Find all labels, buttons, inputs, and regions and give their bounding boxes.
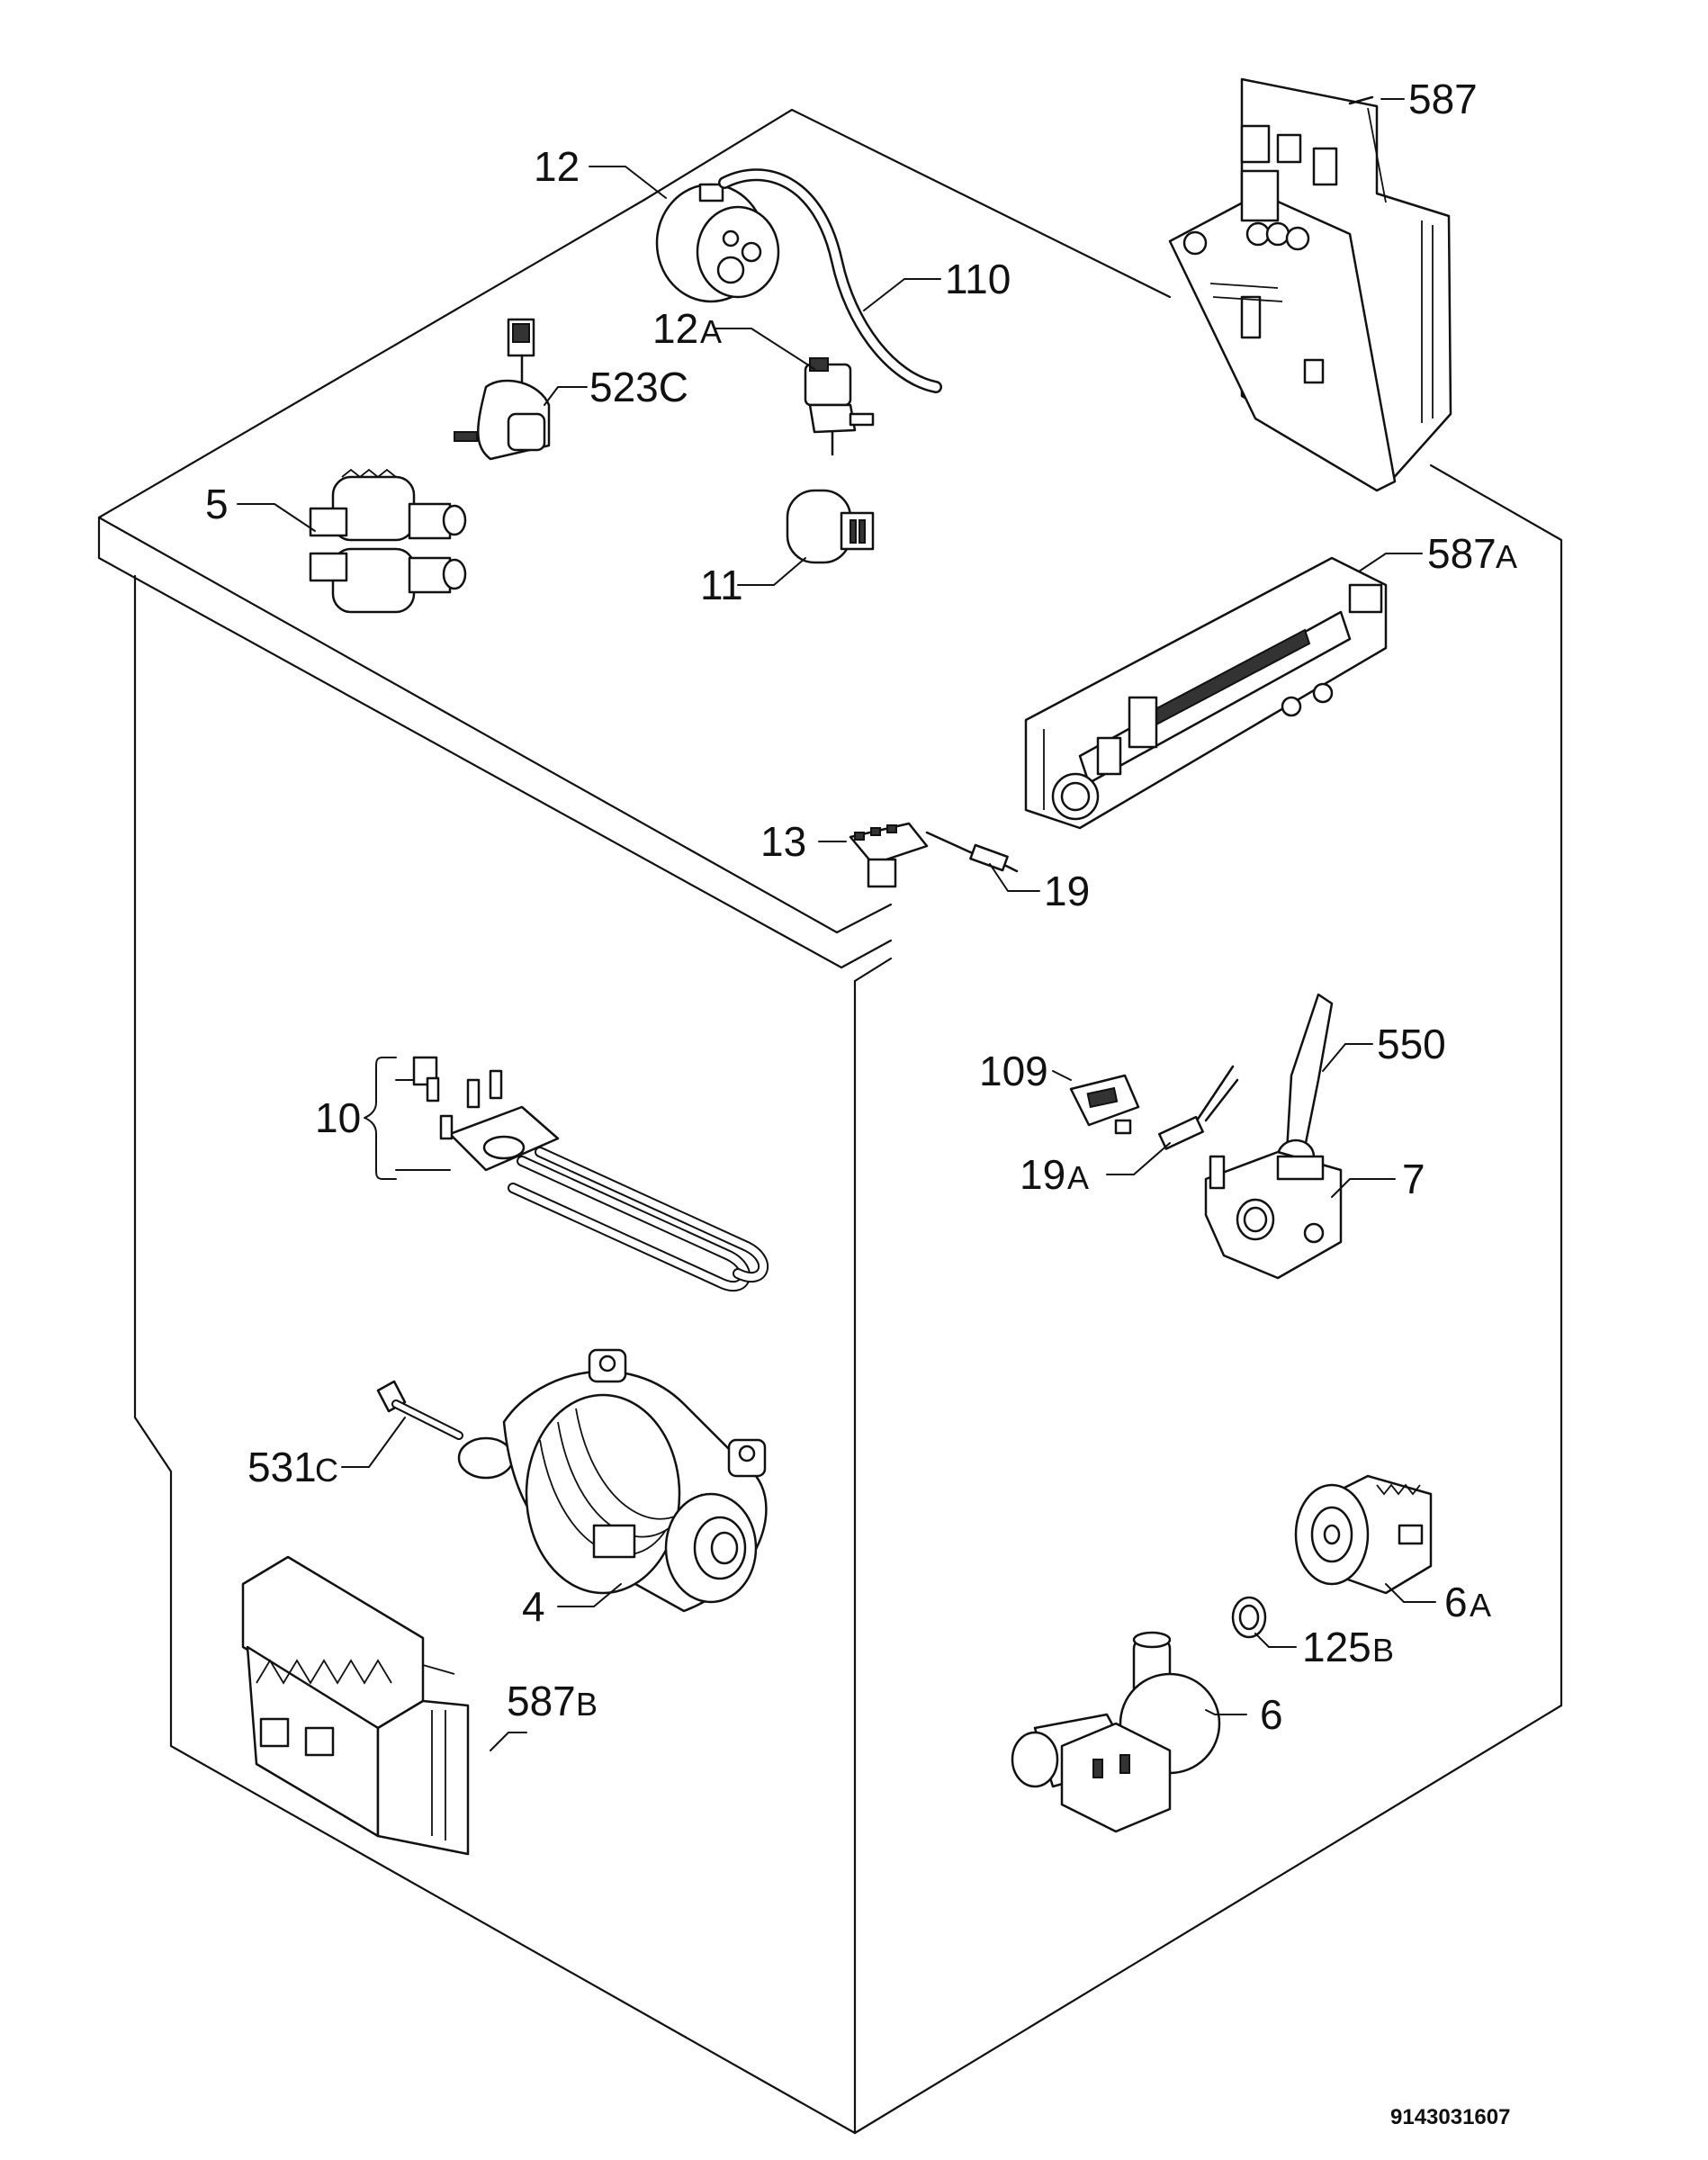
label-5: 5 xyxy=(205,481,229,527)
part-587-control-board xyxy=(1168,77,1452,492)
callout-labels: 587 12 110 12 A 523C 5 11 587 A 13 19 10… xyxy=(205,76,1517,2129)
label-12a-suffix: A xyxy=(700,313,722,350)
label-587a-number: 587 xyxy=(1427,530,1497,577)
leader-lines xyxy=(237,98,1436,1751)
label-12: 12 xyxy=(534,143,580,190)
part-12a-pressure-switch xyxy=(804,357,875,456)
label-6a-suffix: A xyxy=(1470,1587,1491,1624)
label-587b-number: 587 xyxy=(507,1678,576,1724)
label-19a-number: 19 xyxy=(1020,1151,1065,1198)
label-550: 550 xyxy=(1377,1021,1446,1067)
label-110: 110 xyxy=(945,256,1011,302)
part-13-connector xyxy=(849,822,929,888)
label-4: 4 xyxy=(522,1583,545,1630)
label-109: 109 xyxy=(979,1048,1048,1094)
part-6a-pump-motor xyxy=(1294,1474,1433,1595)
label-11: 11 xyxy=(700,562,743,608)
part-19a-sensor xyxy=(1158,1065,1239,1150)
part-7-door-lock xyxy=(1204,1150,1343,1280)
label-19a-suffix: A xyxy=(1067,1159,1089,1196)
label-531c-suffix: C xyxy=(315,1452,338,1489)
part-4-motor xyxy=(457,1348,768,1613)
label-587b-suffix: B xyxy=(576,1686,598,1723)
part-531c-screw xyxy=(376,1380,463,1440)
label-6a-number: 6 xyxy=(1444,1579,1468,1625)
brace-10 xyxy=(364,1057,451,1180)
part-10-heating-element xyxy=(412,1056,769,1292)
part-5-inlet-valve xyxy=(309,468,467,614)
part-523c-sensor xyxy=(454,318,551,461)
label-587: 587 xyxy=(1408,76,1478,122)
label-125b-number: 125 xyxy=(1302,1624,1371,1670)
cabinet-outline xyxy=(97,108,1563,2135)
label-531c-number: 531 xyxy=(247,1444,317,1490)
label-7: 7 xyxy=(1402,1156,1425,1202)
part-550-lever xyxy=(1276,993,1334,1174)
part-109-clip xyxy=(1069,1074,1140,1135)
label-125b-suffix: B xyxy=(1372,1632,1394,1669)
part-125b-seal-ring xyxy=(1231,1596,1267,1639)
part-11-suppressor xyxy=(786,489,875,564)
label-13: 13 xyxy=(760,818,806,865)
part-587b-module xyxy=(241,1555,470,1856)
part-19-temp-sensor xyxy=(925,831,1019,873)
label-587a-suffix: A xyxy=(1496,538,1517,575)
part-12-pressure-switch xyxy=(655,183,780,303)
part-587a-display-module xyxy=(1024,556,1388,830)
part-110-hose xyxy=(718,168,942,393)
label-10: 10 xyxy=(315,1094,361,1141)
label-19: 19 xyxy=(1044,868,1090,914)
label-523c: 523C xyxy=(589,364,688,410)
label-12a-number: 12 xyxy=(652,305,698,352)
part-6-drain-pump xyxy=(1011,1631,1221,1833)
label-6: 6 xyxy=(1260,1691,1283,1738)
drawing-code: 9143031607 xyxy=(1390,2105,1510,2129)
